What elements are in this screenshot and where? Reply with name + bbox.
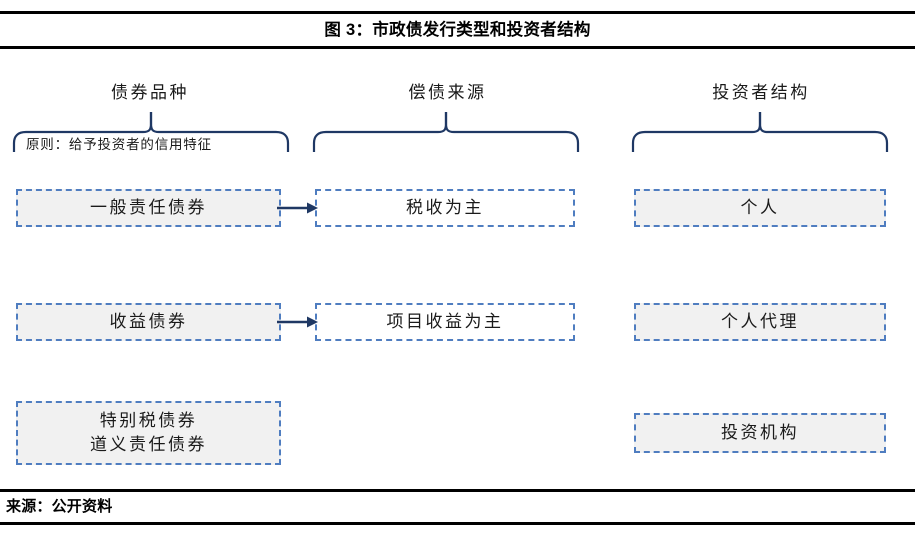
node-box-project-revenue-repayment[interactable]: 项目收益为主 [315,303,575,341]
node-box-special-tax-and-moral-obligation-bond[interactable]: 特别税债券 道义责任债券 [16,401,281,465]
curly-brace-icon-repayment-source [312,112,580,152]
node-box-revenue-bond[interactable]: 收益债券 [16,303,281,341]
principle-note: 原则：给予投资者的信用特征 [26,137,212,152]
figure-title-block: 图 3：市政债发行类型和投资者结构 [0,11,915,49]
arrow-icon-row-1 [277,201,319,215]
arrow-icon-row-2 [277,315,319,329]
curly-brace-icon-bond-type [12,112,290,152]
node-box-individual-investor[interactable]: 个人 [634,189,886,227]
column-header-repayment-source: 偿债来源 [408,83,487,102]
column-header-bond-type: 债券品种 [111,83,189,102]
figure-source-block: 来源：公开资料 [0,489,915,525]
node-box-general-obligation-bond[interactable]: 一般责任债券 [16,189,281,227]
curly-brace-icon-investor-structure [631,112,889,152]
title-rule-top [0,11,915,14]
title-rule-bottom [0,46,915,49]
column-header-investor-structure: 投资者结构 [712,83,810,102]
node-box-line-2: 道义责任债券 [90,435,207,454]
source-note: 来源：公开资料 [6,498,113,515]
node-box-tax-based-repayment[interactable]: 税收为主 [315,189,575,227]
node-box-institutional-investor[interactable]: 投资机构 [634,413,886,453]
node-box-line-1: 特别税债券 [99,411,198,430]
source-rule-top [0,489,915,492]
figure-title: 图 3：市政债发行类型和投资者结构 [324,21,591,39]
node-box-individual-agent-investor[interactable]: 个人代理 [634,303,886,341]
source-rule-bottom [0,522,915,525]
